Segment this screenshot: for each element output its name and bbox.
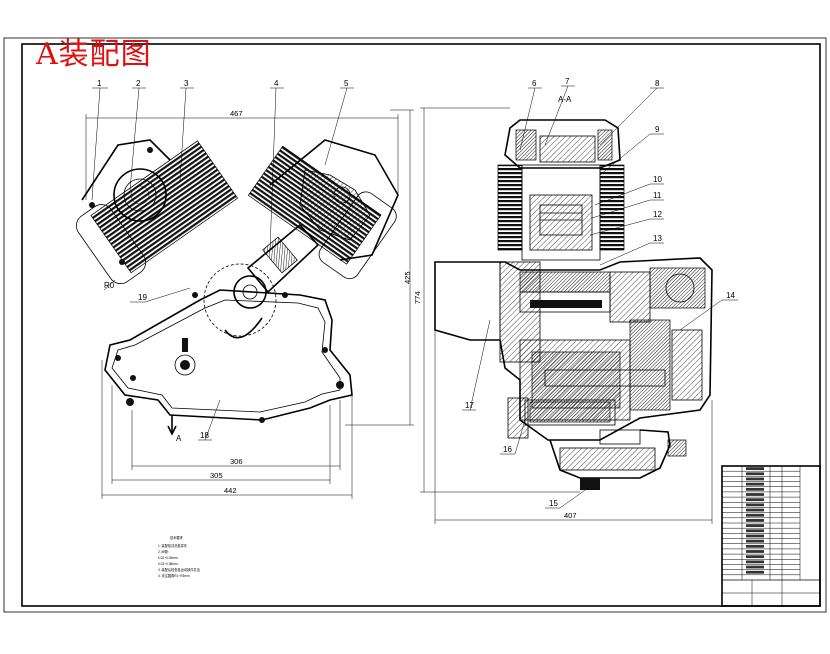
title-block-cell-text [746,524,764,527]
part-number-17: 17 [465,401,474,410]
part-number-8: 8 [655,79,660,88]
part-number-19: 19 [138,293,147,302]
technical-notes: 技术要求 1. 装配前清洗各零件 2. 间隙: 0.02~0.05mm 0.03… [158,535,201,578]
title-block-cell-text [746,550,764,553]
part-number-2: 2 [136,79,141,88]
part-number-16: 16 [503,445,512,454]
title-block-cell-text [746,534,764,538]
title-block-cell-text [746,467,764,470]
inner-border [21,43,821,607]
part-number-14: 14 [726,291,735,300]
title-block-cell-text [746,519,764,522]
section-view: A-A [413,77,738,524]
part-number-18: 18 [200,431,209,440]
part-number-7: 7 [565,77,570,86]
part-number-6: 6 [532,79,537,88]
part-number-11: 11 [653,191,662,200]
title-block-cell-text [746,544,764,548]
leader-lines-front [91,87,354,441]
title-block [721,465,821,607]
dim-front-height: 425 [403,271,412,284]
notes-line-5: 3. 装配后检查各运动部件灵活 [158,567,201,572]
title-block-cell-text [746,472,764,476]
dim-section-width: 407 [564,511,577,520]
notes-line-1: 1. 装配前清洗各零件 [158,543,188,548]
dim-front-overall-width: 467 [230,109,243,118]
dim-front-base-2: 306 [230,457,243,466]
title-block-cell-text [746,570,764,574]
title-block-cell-text [746,503,764,507]
front-view: A R0 467 425 306 305 442 [76,79,414,499]
title-block-cell-text [746,560,764,564]
title-block-cell-text [746,508,764,512]
part-number-10: 10 [653,175,662,184]
part-number-5: 5 [344,79,349,88]
leader-lines-section [462,85,738,509]
title-block-cell-text [746,529,764,533]
leader-mark-r0: R0 [104,281,115,290]
part-number-9: 9 [655,125,660,134]
crankcase-outline [104,289,353,421]
outer-border [3,37,827,613]
notes-line-4: 0.03~0.08mm [158,562,178,566]
dim-section-height: 774 [413,291,422,304]
title-block-cell-text [746,565,764,569]
drawing-title: A装配图 [36,37,152,72]
view-arrow-label: A [176,434,182,443]
title-block-cell-text [746,493,764,496]
part-number-12: 12 [653,210,662,219]
title-block-cell-text [746,498,764,502]
part-number-3: 3 [184,79,189,88]
title-block-cell-text [746,482,764,486]
title-block-cell-text [746,555,764,559]
notes-heading: 技术要求 [170,535,184,540]
title-block-cell-text [746,513,764,517]
notes-line-2: 2. 间隙: [158,549,169,554]
part-number-1: 1 [97,79,102,88]
title-block-cell-text [746,477,764,481]
part-number-15: 15 [549,499,558,508]
dim-front-total-width: 442 [224,486,237,495]
notes-line-6: 4. 未注圆角R1~R3mm [158,573,190,578]
title-block-cell-text [746,487,764,491]
dim-front-base-1: 305 [210,471,223,480]
part-number-4: 4 [274,79,279,88]
notes-line-3: 0.02~0.05mm [158,556,178,560]
title-block-cell-text [746,539,764,543]
part-number-13: 13 [653,234,662,243]
section-label: A-A [558,95,572,104]
